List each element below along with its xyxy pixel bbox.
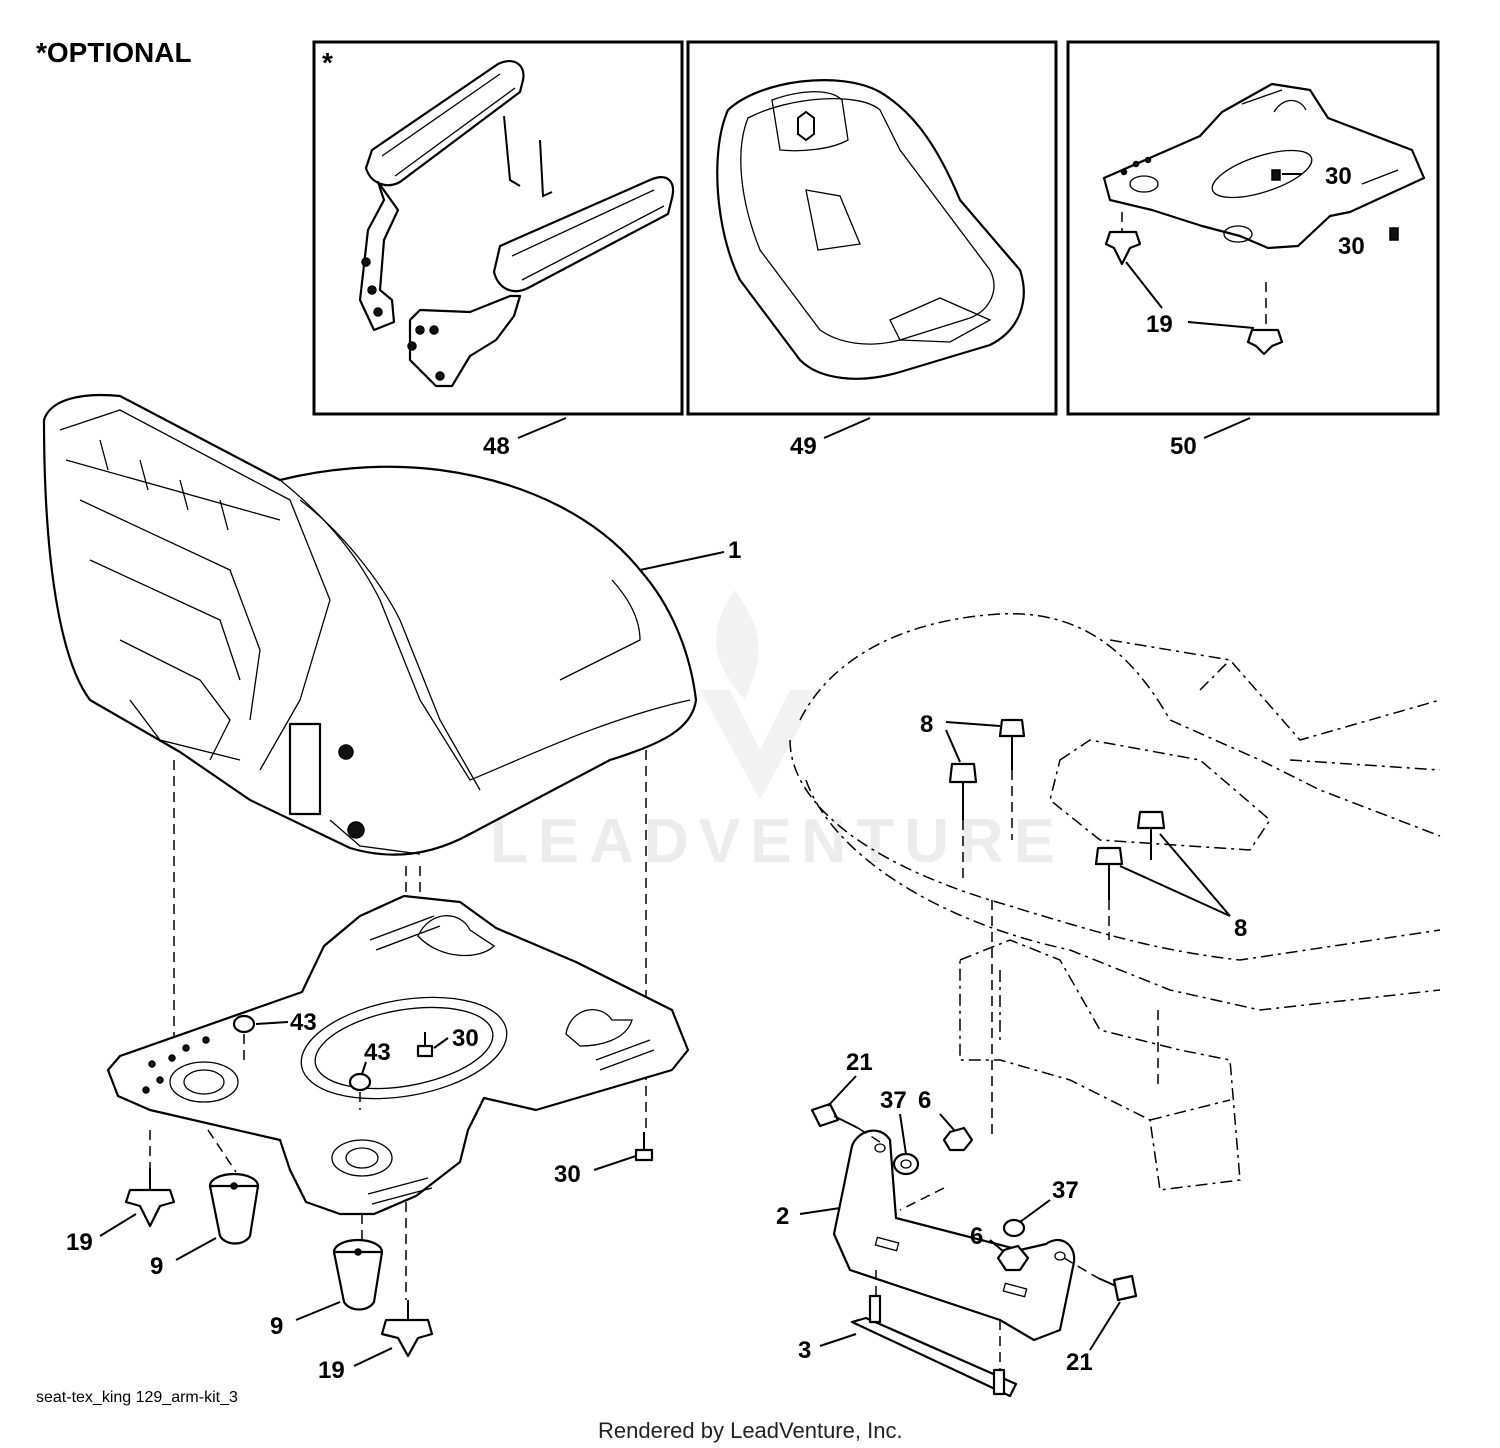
callout-43-center[interactable]: 43 (364, 1039, 391, 1066)
seat-bracket[interactable] (832, 1129, 1076, 1342)
rendered-by-footer: Rendered by LeadVenture, Inc. (598, 1418, 903, 1443)
bolt-21-right[interactable] (1097, 1274, 1138, 1302)
callout-1[interactable]: 1 (728, 537, 741, 564)
callout-8-right[interactable]: 8 (1234, 915, 1247, 942)
washer-37-right[interactable] (1002, 1218, 1026, 1238)
callout-43-left[interactable]: 43 (290, 1009, 317, 1036)
kit-box-48[interactable]: * (312, 40, 684, 416)
callout-19-left[interactable]: 19 (66, 1229, 93, 1256)
kit-callout-30-right[interactable]: 30 (1338, 233, 1365, 260)
optional-note: *OPTIONAL (36, 37, 192, 68)
callout-6-bottom[interactable]: 6 (970, 1223, 983, 1250)
callout-50[interactable]: 50 (1170, 433, 1197, 460)
callout-6-top[interactable]: 6 (918, 1087, 931, 1114)
knob-19-bottom[interactable] (380, 1300, 434, 1358)
callout-3[interactable]: 3 (798, 1337, 811, 1364)
bolt-21-left[interactable] (810, 1102, 859, 1129)
kit-callout-30-top[interactable]: 30 (1325, 163, 1352, 190)
callout-37-right[interactable]: 37 (1052, 1177, 1079, 1204)
kit-box-50[interactable] (1066, 40, 1440, 416)
file-label: seat-tex_king 129_arm-kit_3 (36, 1389, 238, 1406)
callout-19-bottom[interactable]: 19 (318, 1357, 345, 1384)
bolt-8-a[interactable] (998, 718, 1026, 770)
callout-21-right[interactable]: 21 (1066, 1349, 1093, 1376)
washer-37-left[interactable] (892, 1152, 920, 1176)
optional-asterisk: * (322, 47, 333, 78)
seat-assembly[interactable] (42, 393, 698, 856)
bumper-9-center[interactable] (332, 1238, 384, 1311)
leadventure-watermark: LEADVENTURE (490, 590, 1065, 876)
screw-30-lower[interactable] (634, 1132, 654, 1162)
callout-2[interactable]: 2 (776, 1203, 789, 1230)
callout-9-center[interactable]: 9 (270, 1313, 283, 1340)
callout-37-left[interactable]: 37 (880, 1087, 907, 1114)
callout-9-left[interactable]: 9 (150, 1253, 163, 1280)
nut-6-bottom[interactable] (996, 1244, 1030, 1272)
bolt-8-d[interactable] (1094, 846, 1124, 900)
kit-box-49[interactable] (686, 40, 1058, 416)
callout-30-plate[interactable]: 30 (452, 1025, 479, 1052)
knob-19-left[interactable] (124, 1168, 176, 1228)
watermark-text: LEADVENTURE (490, 807, 1065, 876)
plug-43-left[interactable] (232, 1014, 256, 1034)
bumper-9-left[interactable] (208, 1172, 260, 1245)
callout-8-top[interactable]: 8 (920, 711, 933, 738)
mounting-plate[interactable] (850, 1294, 1018, 1398)
seat-plate[interactable] (106, 894, 690, 1216)
plug-43-center[interactable] (348, 1072, 372, 1092)
callout-30-lower[interactable]: 30 (554, 1161, 581, 1188)
screw-30-plate[interactable] (416, 1032, 434, 1058)
kit-callout-19[interactable]: 19 (1146, 311, 1173, 338)
callout-21-left[interactable]: 21 (846, 1049, 873, 1076)
callout-49[interactable]: 49 (790, 433, 817, 460)
bolt-8-b[interactable] (948, 762, 978, 820)
tractor-frame-outline (789, 613, 1441, 1191)
bolt-8-c[interactable] (1136, 810, 1166, 860)
nut-6-top[interactable] (942, 1126, 974, 1152)
callout-48[interactable]: 48 (483, 433, 510, 460)
